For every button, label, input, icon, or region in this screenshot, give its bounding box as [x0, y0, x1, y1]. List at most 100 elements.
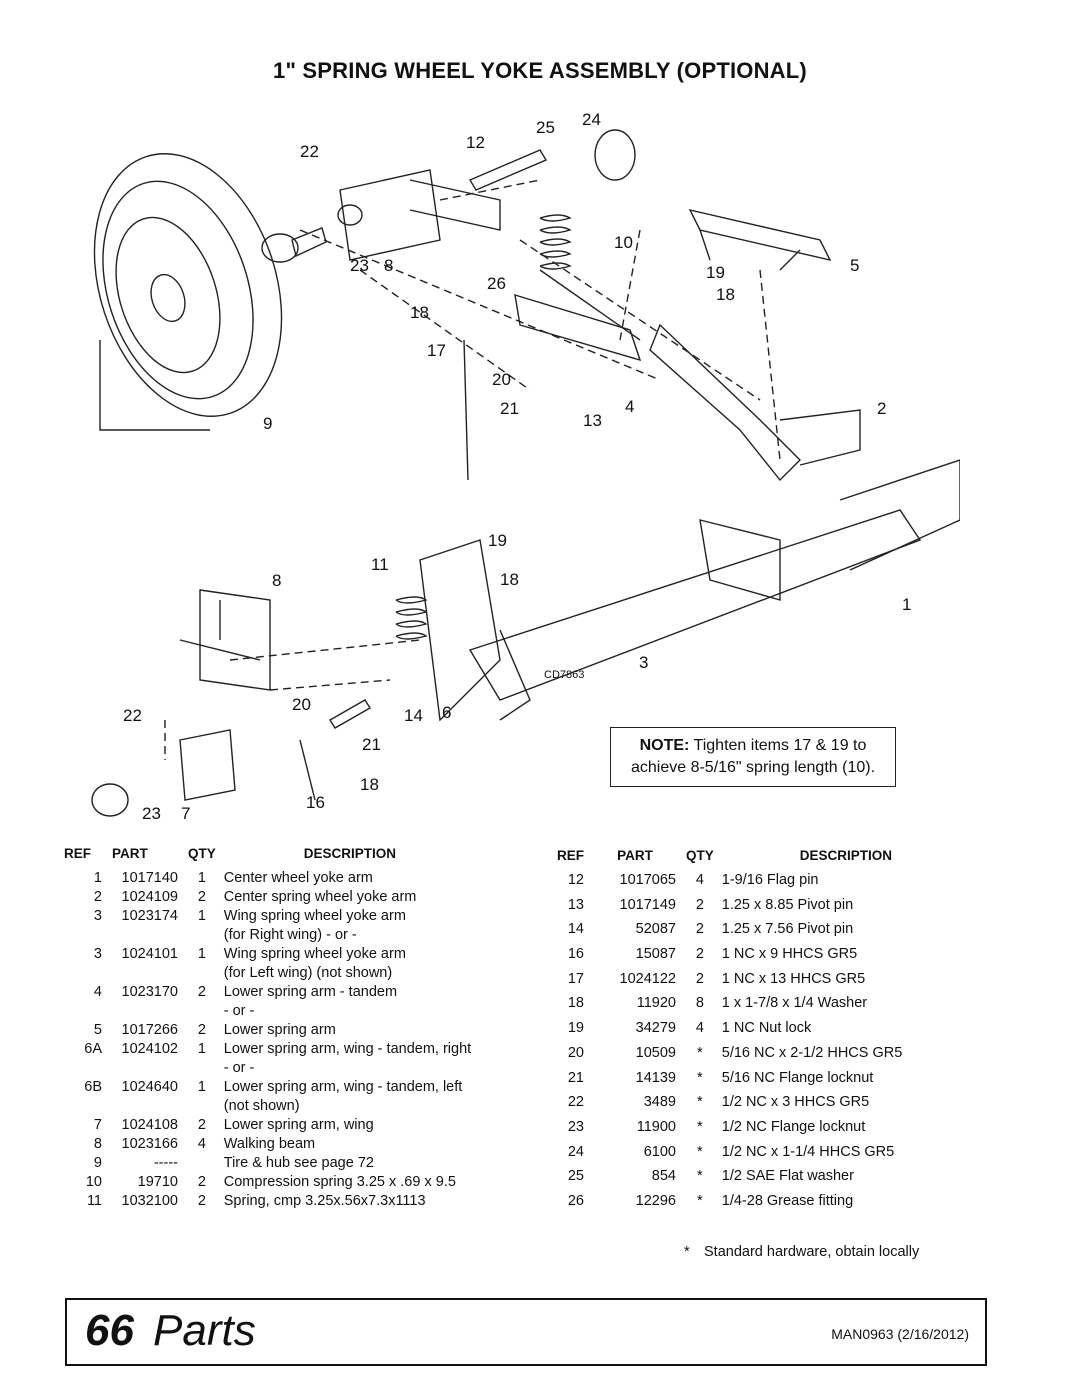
- row-qty: 1: [197, 1079, 206, 1095]
- row-part: 52087: [635, 921, 676, 938]
- row-qty: 2: [695, 921, 704, 938]
- callout-8-bottom: 8: [272, 571, 281, 590]
- callout-20-bottom: 20: [292, 695, 311, 714]
- callout-19-top: 19: [706, 263, 725, 282]
- row-part: 19710: [137, 1174, 178, 1190]
- row-description: Lower spring arm, wing - tandem, left: [223, 1079, 463, 1095]
- row-description: Wing spring wheel yoke arm: [223, 946, 406, 962]
- callout-19-bottom: 19: [488, 531, 507, 550]
- row-description: 1 NC x 9 HHCS GR5: [721, 946, 858, 963]
- table-row: - or -: [64, 1002, 471, 1021]
- row-ref: 3: [93, 908, 102, 924]
- row-part: 11920: [636, 995, 676, 1012]
- callout-21-bottom: 21: [362, 735, 381, 754]
- row-part: 1024108: [121, 1117, 178, 1133]
- row-part: 1017149: [619, 896, 676, 913]
- row-ref: 3: [93, 946, 102, 962]
- row-ref: 1: [93, 870, 102, 886]
- row-part: 14139: [635, 1069, 676, 1086]
- row-description: 5/16 NC x 2-1/2 HHCS GR5: [721, 1044, 903, 1061]
- row-qty: [188, 1002, 224, 1021]
- row-ref: 25: [567, 1168, 584, 1185]
- page-title: 1" SPRING WHEEL YOKE ASSEMBLY (OPTIONAL): [273, 58, 807, 83]
- callout-10: 10: [614, 233, 633, 252]
- row-qty: *: [697, 1094, 703, 1111]
- document-id: MAN0963 (2/16/2012): [831, 1326, 969, 1342]
- row-part: 1024109: [121, 889, 178, 905]
- row-description: Lower spring arm - tandem: [223, 984, 398, 1000]
- row-part: 10509: [635, 1044, 676, 1061]
- header-description: DESCRIPTION: [799, 848, 893, 863]
- row-ref: 11: [86, 1193, 102, 1209]
- row-ref: 9: [93, 1155, 102, 1171]
- row-description: Center wheel yoke arm: [223, 870, 373, 886]
- table-header-row: REF PART QTY DESCRIPTION: [557, 848, 902, 871]
- row-part: 6100: [643, 1143, 676, 1160]
- row-part: 1024101: [121, 946, 178, 962]
- row-description: 1/2 NC x 1-1/4 HHCS GR5: [721, 1143, 895, 1160]
- row-description: 1/2 SAE Flat washer: [721, 1168, 854, 1185]
- row-qty: 4: [197, 1136, 206, 1152]
- table-row: - or -: [64, 1059, 471, 1078]
- callout-14: 14: [404, 706, 423, 725]
- row-qty: *: [697, 1069, 703, 1086]
- row-ref: 21: [567, 1069, 584, 1086]
- row-qty: *: [697, 1044, 703, 1061]
- note-box: NOTE: Tighten items 17 & 19 to achieve 8…: [610, 727, 896, 787]
- row-description: Lower spring arm, wing - tandem, right: [223, 1041, 472, 1057]
- row-description: 1/4-28 Grease fitting: [721, 1192, 854, 1209]
- row-qty: *: [697, 1118, 703, 1135]
- row-qty: 2: [197, 1022, 206, 1038]
- row-description: Spring, cmp 3.25x.56x7.3x1113: [223, 1193, 426, 1209]
- row-ref: 18: [567, 995, 584, 1012]
- header-ref: REF: [557, 848, 584, 863]
- row-part: 1032100: [121, 1193, 178, 1209]
- row-ref: 4: [93, 984, 102, 1000]
- row-part: 15087: [635, 946, 676, 963]
- row-part: [112, 1002, 188, 1021]
- row-qty: [188, 1097, 224, 1116]
- callout-5: 5: [850, 256, 859, 275]
- callout-21-top: 21: [500, 399, 519, 418]
- table-header-row: REF PART QTY DESCRIPTION: [64, 846, 471, 869]
- row-qty: 2: [197, 889, 206, 905]
- row-description: 1 NC x 13 HHCS GR5: [721, 970, 866, 987]
- header-part: PART: [112, 846, 148, 861]
- row-ref: 2: [93, 889, 102, 905]
- row-part: 1024102: [121, 1041, 178, 1057]
- row-qty: 2: [695, 896, 704, 913]
- row-part: [112, 964, 188, 983]
- row-ref: [64, 1097, 112, 1116]
- row-part: 1023170: [121, 984, 178, 1000]
- callout-22-bottom: 22: [123, 706, 142, 725]
- row-ref: 10: [85, 1174, 102, 1190]
- row-ref: 5: [93, 1022, 102, 1038]
- row-ref: 13: [567, 896, 584, 913]
- row-part: 1024122: [619, 970, 676, 987]
- row-qty: *: [697, 1143, 703, 1160]
- footnote: *Standard hardware, obtain locally: [684, 1244, 919, 1260]
- callout-20-top: 20: [492, 370, 511, 389]
- callout-13: 13: [583, 411, 602, 430]
- row-description: 1.25 x 7.56 Pivot pin: [721, 921, 854, 938]
- page-number: 66: [85, 1306, 134, 1355]
- callout-18-top: 18: [716, 285, 735, 304]
- row-description: Lower spring arm, wing: [223, 1117, 374, 1133]
- page-footer: 66 Parts MAN0963 (2/16/2012): [65, 1298, 987, 1366]
- row-part: [112, 1059, 188, 1078]
- header-ref: REF: [64, 846, 91, 861]
- row-qty: 2: [695, 946, 704, 963]
- row-description: 1 NC Nut lock: [721, 1020, 812, 1037]
- row-description: - or -: [223, 1060, 255, 1076]
- row-ref: 7: [93, 1117, 102, 1133]
- callout-22-top: 22: [300, 142, 319, 161]
